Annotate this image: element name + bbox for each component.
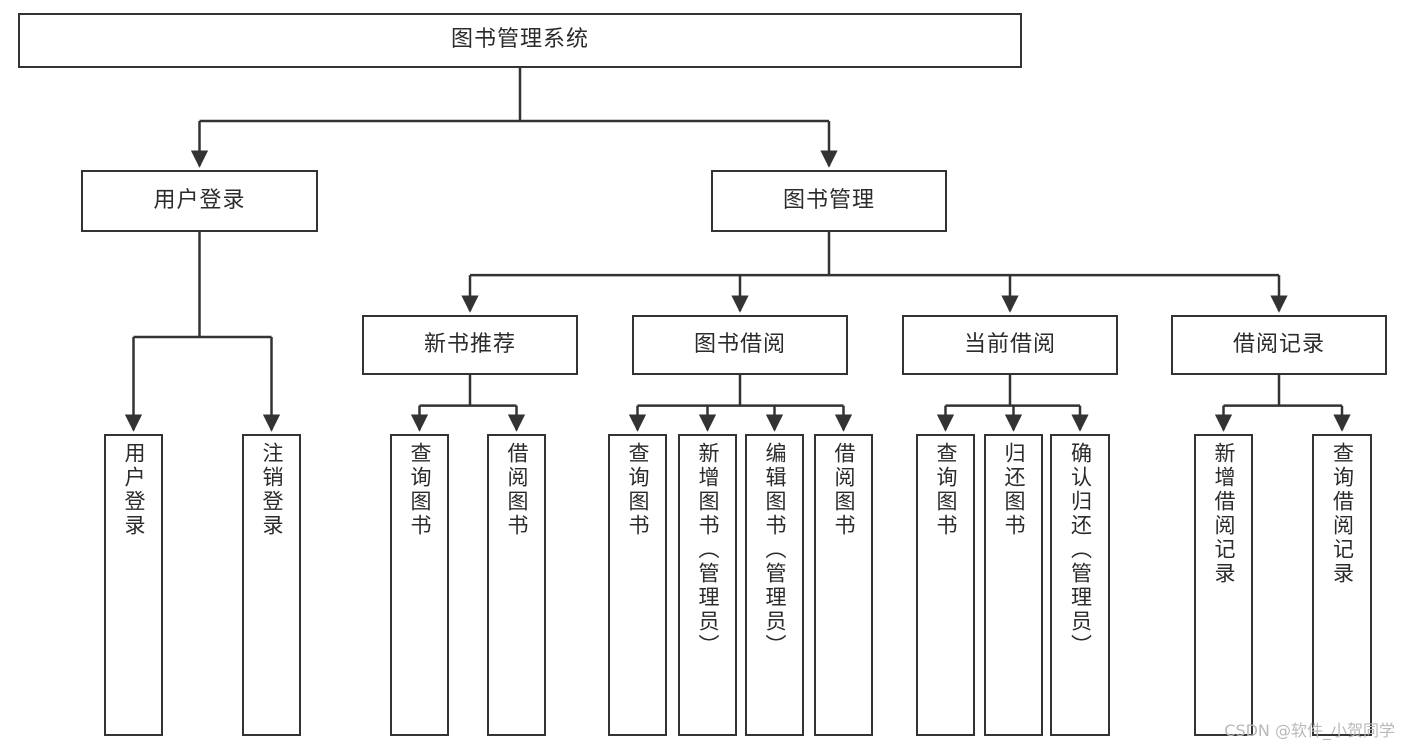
- node-leaf-query-book-3[interactable]: 查询图书: [916, 434, 975, 736]
- node-label: 查询图书: [934, 442, 958, 538]
- node-leaf-edit-book[interactable]: 编辑图书（管理员）: [745, 434, 804, 736]
- node-leaf-user-logout[interactable]: 注销登录: [242, 434, 301, 736]
- node-new-book-rec[interactable]: 新书推荐: [362, 315, 578, 375]
- node-label: 用户登录: [153, 187, 246, 213]
- node-label: 注销登录: [260, 442, 284, 538]
- node-current-borrow[interactable]: 当前借阅: [902, 315, 1118, 375]
- node-leaf-query-book-1[interactable]: 查询图书: [390, 434, 449, 736]
- node-label: 图书管理系统: [450, 27, 589, 53]
- node-label: 查询图书: [626, 442, 650, 538]
- node-root[interactable]: 图书管理系统: [18, 13, 1022, 68]
- watermark-text: CSDN @软件_小贺同学: [1224, 721, 1395, 740]
- node-borrow-record[interactable]: 借阅记录: [1171, 315, 1387, 375]
- node-label: 查询借阅记录: [1330, 442, 1355, 586]
- node-label: 当前借阅: [963, 331, 1056, 357]
- node-leaf-add-record[interactable]: 新增借阅记录: [1194, 434, 1253, 736]
- node-label: 新增借阅记录: [1212, 442, 1236, 586]
- node-leaf-user-login[interactable]: 用户登录: [104, 434, 163, 736]
- node-leaf-borrow-book-1[interactable]: 借阅图书: [487, 434, 546, 736]
- node-label: 查询图书: [408, 442, 432, 538]
- node-label: 确认归还（管理员）: [1068, 442, 1093, 658]
- node-label: 借阅图书: [832, 442, 856, 538]
- node-leaf-borrow-book-2[interactable]: 借阅图书: [814, 434, 873, 736]
- node-label: 图书借阅: [693, 331, 786, 357]
- node-label: 用户登录: [122, 442, 146, 538]
- node-leaf-query-book-2[interactable]: 查询图书: [608, 434, 667, 736]
- node-label: 新增图书（管理员）: [696, 442, 720, 658]
- node-label: 借阅记录: [1232, 331, 1325, 357]
- node-book-borrow[interactable]: 图书借阅: [632, 315, 848, 375]
- node-leaf-confirm-return[interactable]: 确认归还（管理员）: [1050, 434, 1110, 736]
- node-user-login[interactable]: 用户登录: [81, 170, 318, 232]
- node-leaf-return-book[interactable]: 归还图书: [984, 434, 1043, 736]
- node-label: 新书推荐: [423, 331, 516, 357]
- node-label: 图书管理: [782, 187, 875, 213]
- node-label: 借阅图书: [505, 442, 529, 538]
- node-leaf-add-book[interactable]: 新增图书（管理员）: [678, 434, 737, 736]
- node-book-manage[interactable]: 图书管理: [711, 170, 947, 232]
- node-label: 归还图书: [1002, 442, 1026, 538]
- node-label: 编辑图书（管理员）: [763, 442, 787, 658]
- node-leaf-query-record[interactable]: 查询借阅记录: [1312, 434, 1372, 736]
